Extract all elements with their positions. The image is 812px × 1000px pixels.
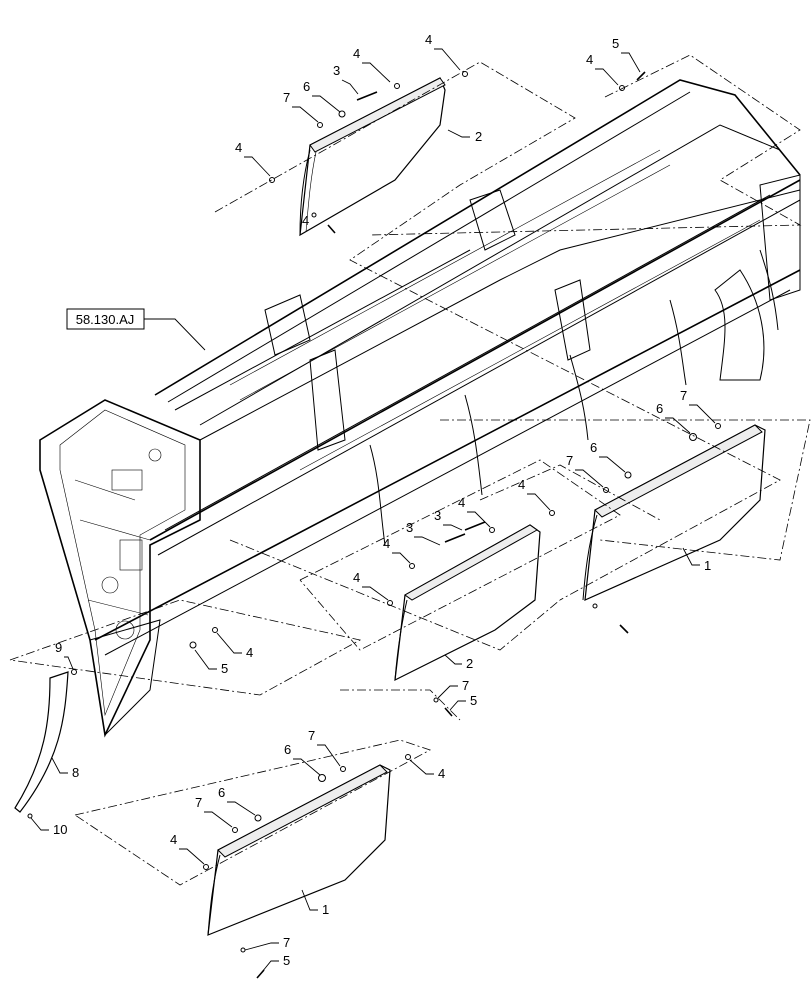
callout-7: 7 [566,453,573,468]
shield-panel-bottom [207,764,391,936]
callout-1: 1 [704,558,711,573]
callout-5: 5 [612,36,619,51]
callout-6: 6 [303,79,310,94]
reference-label-text[interactable]: 58.130.AJ [76,312,135,327]
callout-9: 9 [55,640,62,655]
callout-7: 7 [308,728,315,743]
callout-6: 6 [590,440,597,455]
callout-7: 7 [283,935,290,950]
callout-4: 4 [353,46,360,61]
callout-8: 8 [72,765,79,780]
reference-label-group: 58.130.AJ [66,308,206,351]
header-frame [39,79,801,738]
callout-6: 6 [656,401,663,416]
callout-5: 5 [283,953,290,968]
shield-strip-item-8 [14,671,69,813]
callouts: 1 1 2 2 3 3 3 4 4 4 4 4 4 4 4 4 4 [30,32,716,973]
callout-4: 4 [458,495,465,510]
callout-3: 3 [406,520,413,535]
shield-panel-middle [394,524,541,682]
callout-7: 7 [195,795,202,810]
callout-4: 4 [302,213,309,228]
shield-panel-right [582,424,766,601]
callout-3: 3 [434,508,441,523]
callout-2: 2 [466,656,473,671]
callout-4: 4 [425,32,432,47]
callout-5: 5 [221,661,228,676]
callout-6: 6 [218,785,225,800]
callout-10: 10 [53,822,67,837]
alignment-lines [9,54,811,886]
callout-4: 4 [246,645,253,660]
shield-panel-top [299,77,446,237]
callout-1: 1 [322,902,329,917]
callout-4: 4 [170,832,177,847]
callout-7: 7 [462,678,469,693]
callout-3: 3 [333,63,340,78]
callout-4: 4 [438,766,445,781]
callout-7: 7 [680,388,687,403]
callout-6: 6 [284,742,291,757]
hardware-fasteners [27,71,721,979]
callout-4: 4 [235,140,242,155]
callout-4: 4 [518,477,525,492]
callout-4: 4 [586,52,593,67]
callout-7: 7 [283,90,290,105]
callout-4: 4 [353,570,360,585]
callout-4: 4 [383,536,390,551]
callout-5: 5 [470,693,477,708]
callout-2: 2 [475,129,482,144]
